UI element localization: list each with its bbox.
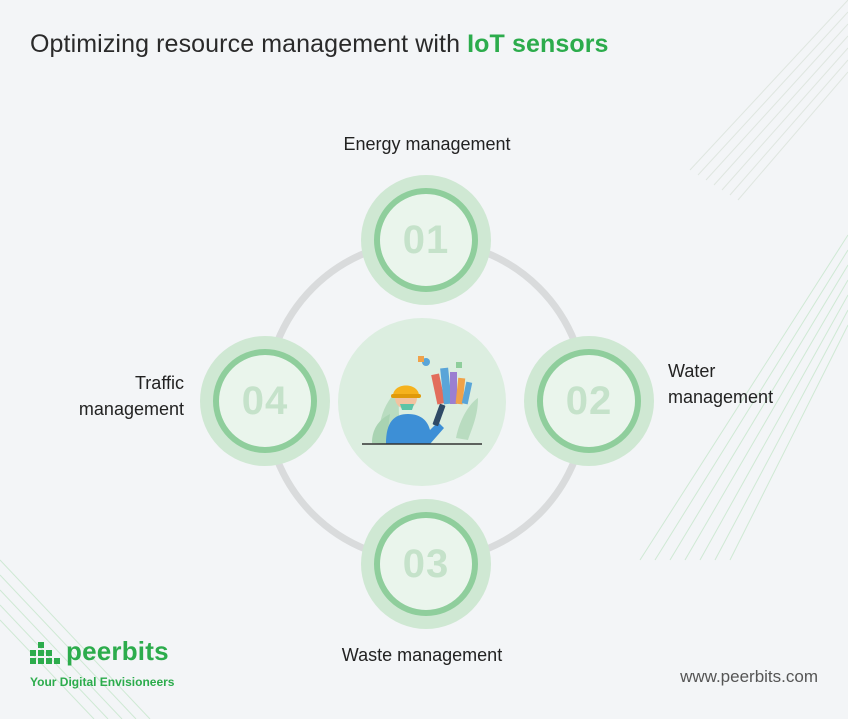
step-number: 01 — [374, 188, 478, 292]
step-number: 02 — [537, 349, 641, 453]
step-number: 04 — [213, 349, 317, 453]
label-water-management: Water management — [668, 358, 773, 410]
label-waste-management: Waste management — [341, 645, 503, 665]
label-energy-management: Energy management — [343, 134, 511, 154]
worker-illustration-icon — [362, 356, 482, 445]
peerbits-logo-icon — [30, 642, 60, 664]
label-line: management — [668, 387, 774, 407]
step-node-03: 03 — [361, 499, 491, 629]
page-title: Optimizing resource management with IoT … — [30, 30, 609, 59]
label-line: management — [78, 399, 184, 419]
step-node-01: 01 — [361, 175, 491, 305]
brand-name: peerbits — [66, 636, 169, 666]
label-line: Traffic — [134, 373, 184, 393]
label-line: Water — [668, 361, 716, 381]
label-traffic-management: Traffic management — [40, 370, 184, 422]
title-highlight: IoT sensors — [467, 30, 609, 58]
website-url: www.peerbits.com — [680, 667, 818, 686]
step-number: 03 — [374, 512, 478, 616]
center-illustration — [338, 318, 506, 486]
step-node-04: 04 — [200, 336, 330, 466]
title-text: Optimizing resource management with — [30, 30, 468, 58]
step-node-02: 02 — [524, 336, 654, 466]
brand-tagline: Your Digital Envisioneers — [30, 675, 175, 689]
